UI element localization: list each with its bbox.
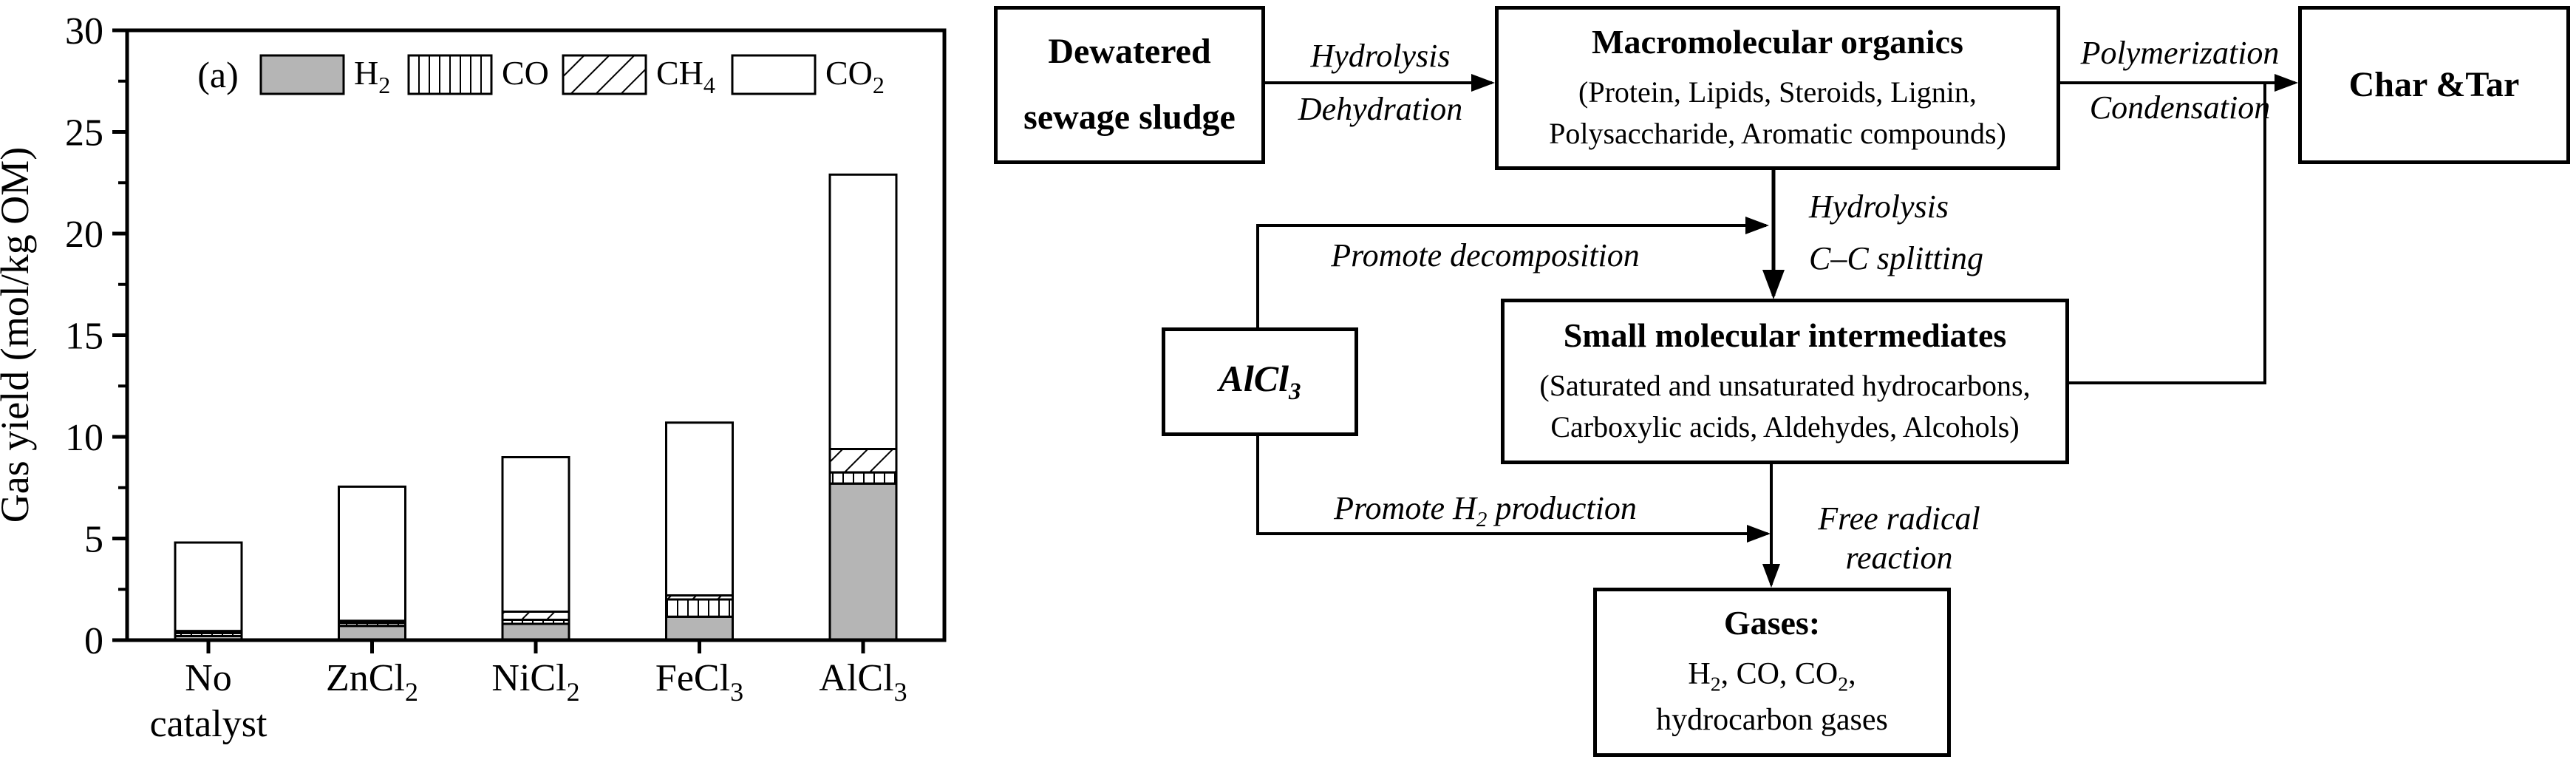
bar-segment-AlCl3-CO: [828, 471, 898, 485]
x-category-label: No: [185, 657, 232, 699]
box-text: (Saturated and unsaturated hydrocarbons,: [1539, 368, 2031, 402]
label-condensation: Condensation: [2089, 89, 2271, 126]
x-category-label: NiCl2: [491, 657, 579, 707]
y-tick-label: 15: [65, 316, 103, 358]
box-title: Macromolecular organics: [1592, 23, 1963, 61]
arrow-alcl3-promote-h2: [1256, 436, 1771, 543]
bar-segment-No-catalyst-CO2: [174, 541, 243, 633]
legend-swatch-CH4: [562, 54, 647, 95]
y-tick-label: 20: [65, 214, 103, 256]
box-body: H2, CO, CO2, hydrocarbon gases: [1656, 653, 1888, 742]
box-title: Char &Tar: [2348, 65, 2520, 105]
box-text: sewage sludge: [1023, 98, 1236, 137]
box-gases: Gases: H2, CO, CO2, hydrocarbon gases: [1593, 588, 1951, 757]
x-category-label: ZnCl2: [326, 657, 418, 707]
x-category-label: catalyst: [150, 703, 268, 745]
bar-segment-ZnCl2-CO2: [338, 485, 406, 622]
legend-swatch-H2: [259, 54, 345, 95]
label-promote-h2-production: Promote H2 production: [1334, 490, 1637, 531]
box-text: Polysaccharide, Aromatic compounds): [1549, 116, 2006, 150]
bar-segment-NiCl2-H2: [501, 622, 570, 642]
box-body: (Protein, Lipids, Steroids, Lignin, Poly…: [1549, 72, 2006, 154]
box-text: H2, CO, CO2,: [1688, 656, 1856, 695]
x-category-label: AlCl3: [819, 657, 907, 707]
box-title: Gases:: [1723, 604, 1821, 642]
bar-segment-AlCl3-CH4: [828, 448, 898, 474]
x-category-label: FeCl3: [655, 657, 743, 707]
label-line: Free radical: [1818, 500, 1980, 537]
y-tick-label: 25: [65, 112, 103, 154]
label-hydrolysis: Hydrolysis: [1310, 38, 1451, 74]
legend-swatch-CO2: [731, 54, 817, 95]
label-hydrolysis-2: Hydrolysis: [1809, 188, 1949, 225]
box-text: (Protein, Lipids, Steroids, Lignin,: [1578, 75, 1977, 109]
box-char-and-tar: Char &Tar: [2298, 6, 2570, 164]
box-body: (Saturated and unsaturated hydrocarbons,…: [1539, 365, 2030, 448]
box-title: AlCl3: [1219, 358, 1301, 406]
y-axis-title: Gas yield (mol/kg OM): [0, 147, 37, 523]
box-title: Small molecular intermediates: [1563, 316, 2007, 355]
arrow-alcl3-promote-decomposition: [1256, 217, 1769, 327]
box-text: Carboxylic acids, Aldehydes, Alcohols): [1550, 410, 2020, 444]
arrow-connectors: [1256, 74, 2298, 588]
bar-segment-FeCl3-CO: [665, 598, 734, 618]
box-alcl3: AlCl3: [1162, 327, 1358, 436]
legend-swatch-CO: [407, 54, 493, 95]
box-text: hydrocarbon gases: [1656, 702, 1888, 737]
mechanism-flow-diagram: Dewatered sewage sludge Macromolecular o…: [983, 0, 2576, 768]
label-dehydration: Dehydration: [1298, 91, 1463, 127]
legend-label-CH4: CH4: [656, 54, 715, 98]
legend-label-CO: CO: [502, 54, 549, 92]
box-small-molecular-intermediates: Small molecular intermediates (Saturated…: [1501, 299, 2069, 464]
bar-segment-AlCl3-CO2: [828, 173, 898, 450]
bar-segment-FeCl3-CO2: [665, 421, 734, 597]
y-tick-label: 5: [84, 519, 103, 561]
box-text: Dewatered: [1048, 32, 1211, 72]
label-free-radical-reaction: Free radical reaction: [1818, 500, 1980, 578]
legend-label-CO2: CO2: [825, 54, 885, 98]
legend-label-H2: H2: [354, 54, 390, 98]
connector-small-to-chartar: [2069, 84, 2266, 384]
y-tick-label: 30: [65, 10, 103, 52]
y-tick-label: 0: [84, 620, 103, 662]
box-dewatered-sewage-sludge: Dewatered sewage sludge: [994, 6, 1265, 164]
y-tick-label: 10: [65, 417, 103, 459]
panel-label: (a): [197, 54, 239, 95]
bar-segment-FeCl3-H2: [665, 615, 734, 642]
label-polymerization: Polymerization: [2080, 35, 2280, 71]
bar-segment-NiCl2-CH4: [501, 611, 570, 621]
bar-segment-ZnCl2-H2: [338, 625, 406, 642]
bar-segment-AlCl3-H2: [828, 482, 898, 642]
box-macromolecular-organics: Macromolecular organics (Protein, Lipids…: [1495, 6, 2060, 170]
bar-segment-NiCl2-CO2: [501, 456, 570, 613]
label-line: reaction: [1845, 539, 1953, 576]
label-cc-splitting: C–C splitting: [1809, 240, 1983, 276]
label-promote-decomposition: Promote decomposition: [1331, 237, 1640, 273]
